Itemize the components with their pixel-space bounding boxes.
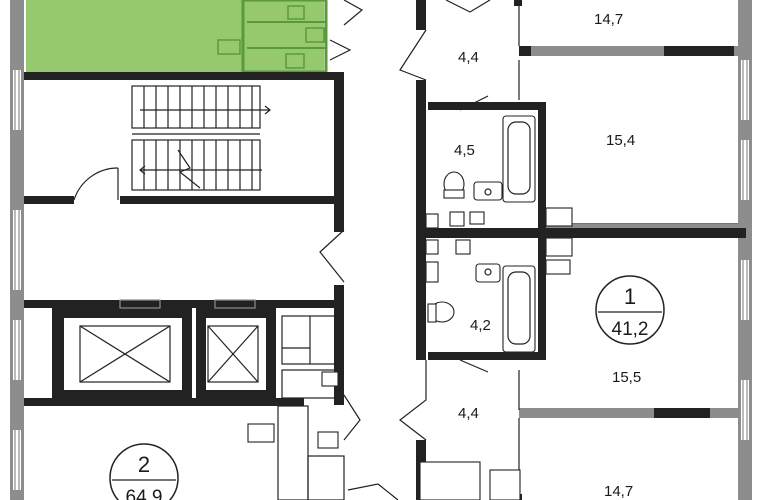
- room-area-bath-upper: 4,5: [454, 142, 475, 159]
- apartment-area: 41,2: [612, 319, 649, 340]
- corridor-walls: [24, 285, 344, 406]
- room-area-bottom-right: 14,7: [604, 483, 633, 500]
- room-area-hall-top: 4,4: [458, 49, 479, 66]
- apartment-badge-2[interactable]: 2 64,9: [109, 443, 179, 500]
- hall-doors: [399, 0, 521, 500]
- right-outer-wall: [738, 0, 752, 500]
- bathroom-lower-fixtures: [427, 239, 571, 353]
- bathroom-upper-fixtures: [425, 115, 573, 283]
- left-outer-wall: [10, 0, 24, 500]
- apartment-badge-1[interactable]: 1 41,2: [595, 275, 665, 345]
- elevator-shafts: [52, 299, 276, 398]
- apartment-area: 64,9: [126, 487, 163, 500]
- room-area-hall-bottom: 4,4: [458, 405, 479, 422]
- highlighted-apartment[interactable]: [26, 0, 324, 72]
- apartment-number: 1: [624, 284, 636, 309]
- stairwell: [24, 72, 344, 232]
- corridor-doors: [319, 0, 399, 500]
- service-shafts: [247, 315, 345, 500]
- room-area-right-lower: 15,5: [612, 369, 641, 386]
- apartment-partitions: [416, 0, 746, 500]
- apartment-number: 2: [138, 452, 150, 477]
- room-area-right-upper: 15,4: [606, 132, 635, 149]
- room-area-bath-lower: 4,2: [470, 317, 491, 334]
- room-area-top-right: 14,7: [594, 11, 623, 28]
